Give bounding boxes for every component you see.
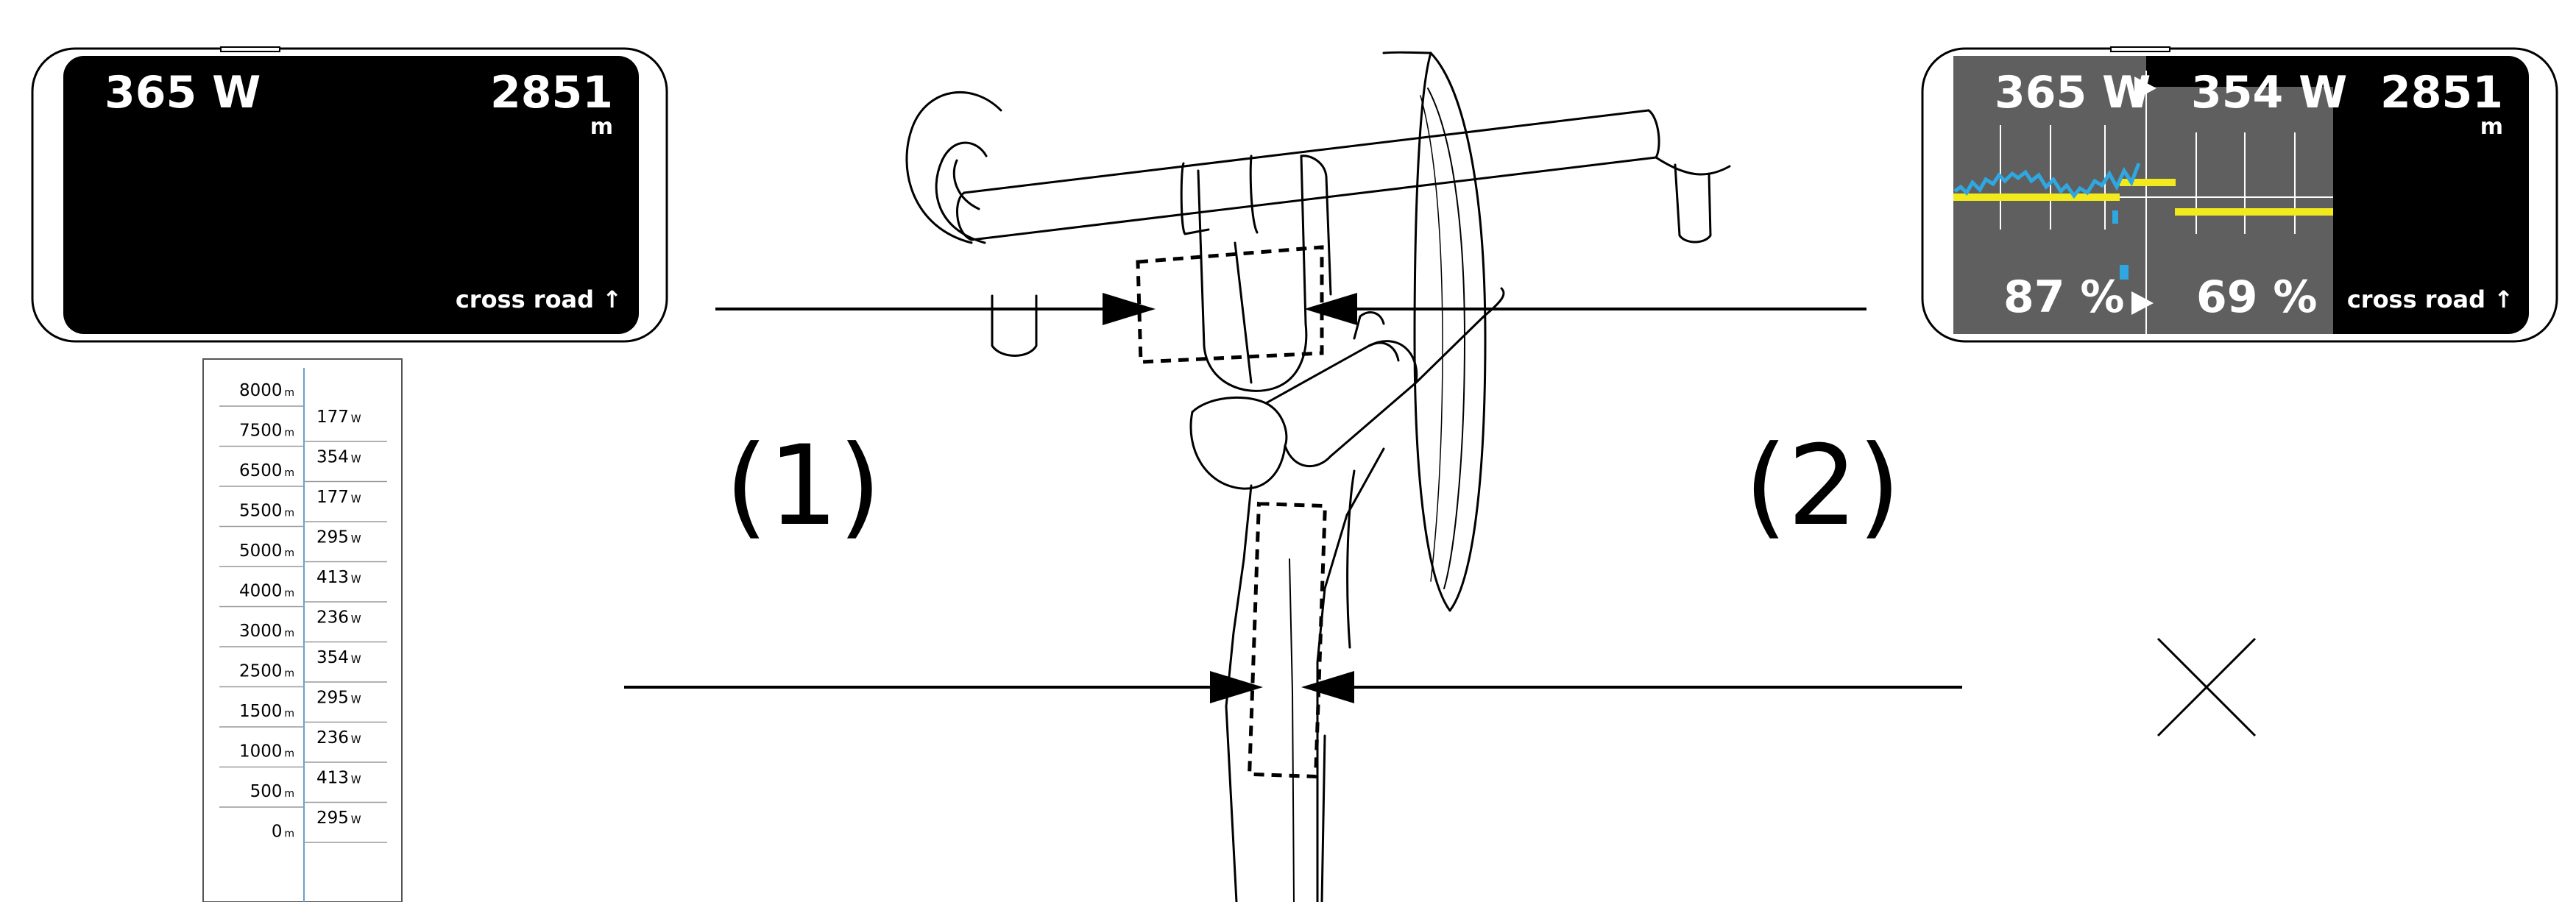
bike-drawing — [905, 51, 1731, 902]
distance-value: 2851 — [2380, 67, 2503, 118]
distance-tick-label: 7500 m — [239, 422, 294, 441]
arrowhead-upper-right-icon — [1304, 293, 1357, 325]
device-left-button — [220, 46, 280, 52]
label-one: (1) — [725, 422, 881, 550]
power-column: 177 W 354 W 177 W 295 W 413 W 236 W 354 W 295 W… — [304, 408, 387, 843]
distance-tick-label: 1500 m — [239, 702, 294, 721]
device-left-screen — [63, 56, 639, 334]
power-tick-label: 413 W — [316, 568, 361, 587]
power-tick-label: 295 W — [316, 689, 361, 708]
distance-tick-label: 500 m — [250, 782, 294, 801]
percent-from: 87 % — [2003, 271, 2125, 323]
percent-to: 69 % — [2196, 271, 2318, 323]
power-tick-label: 177 W — [316, 408, 361, 427]
power-tick-label: 236 W — [316, 728, 361, 747]
power-tick-label: 354 W — [316, 448, 361, 467]
measure-box-fork — [1248, 501, 1327, 779]
power-from: 365 W — [1995, 67, 2151, 118]
distance-tick-label: 3000 m — [239, 622, 294, 641]
front-wheel — [1382, 51, 1487, 612]
measure-box-stem — [1136, 245, 1324, 364]
chart-grid — [1953, 71, 2333, 334]
distance-unit: m — [590, 114, 613, 140]
cross-mark-icon — [2156, 637, 2257, 737]
road-label: cross road ↑ — [456, 285, 622, 313]
device-right-button — [2110, 46, 2170, 52]
arrowhead-upper-left-icon — [1103, 293, 1156, 325]
arrow-percent-icon — [2131, 291, 2154, 315]
power-tick-label: 295 W — [316, 528, 361, 547]
trace-dot-2 — [2120, 265, 2129, 280]
arrowhead-lower-right-icon — [1301, 671, 1354, 703]
head-tube — [1189, 287, 1505, 490]
scale-frame — [202, 358, 403, 902]
arrow-power-icon — [2134, 77, 2156, 100]
distance-tick-label: 5000 m — [239, 541, 294, 561]
device-left: 365 W 2851 m cross road ↑ — [31, 46, 668, 343]
distance-value: 2851 — [490, 67, 613, 118]
power-trace — [1953, 163, 2141, 199]
power-tick-label: 354 W — [316, 648, 361, 667]
power-to: 354 W — [2191, 67, 2347, 118]
power-tick-label: 295 W — [316, 809, 361, 828]
distance-unit: m — [2480, 114, 2503, 140]
trace-dot-1 — [2112, 210, 2118, 224]
fork — [1225, 447, 1385, 902]
distance-tick-label: 0 m — [272, 823, 294, 842]
stem — [1180, 155, 1332, 392]
power-value: 365 W — [105, 67, 261, 118]
distance-tick-label: 2500 m — [239, 662, 294, 681]
arrows — [624, 293, 1962, 703]
distance-tick-label: 5500 m — [239, 502, 294, 521]
distance-column: 8000 m 7500 m 6500 m 5500 m 5000 m 4000 m 3000… — [219, 381, 304, 842]
label-two: (2) — [1744, 422, 1900, 550]
device-right: 365 W 354 W 2851 m 87 % 69 % cross road … — [1921, 46, 2558, 343]
handlebar-left-drop — [905, 90, 1038, 357]
distance-tick-label: 8000 m — [239, 381, 294, 400]
distance-tick-label: 4000 m — [239, 582, 294, 601]
power-tick-label: 177 W — [316, 488, 361, 507]
measure-boxes — [1136, 245, 1327, 779]
distance-tick-label: 1000 m — [239, 742, 294, 761]
distance-tick-label: 6500 m — [239, 461, 294, 480]
scale-strip: 8000 m 7500 m 6500 m 5500 m 5000 m 4000 m 3000… — [202, 358, 403, 902]
power-tick-label: 413 W — [316, 769, 361, 788]
handlebar-tube — [956, 109, 1731, 244]
chart-panel-top — [1953, 56, 2146, 100]
arrowhead-lower-left-icon — [1210, 671, 1263, 703]
power-tick-label: 236 W — [316, 608, 361, 628]
road-label: cross road ↑ — [2347, 285, 2513, 313]
